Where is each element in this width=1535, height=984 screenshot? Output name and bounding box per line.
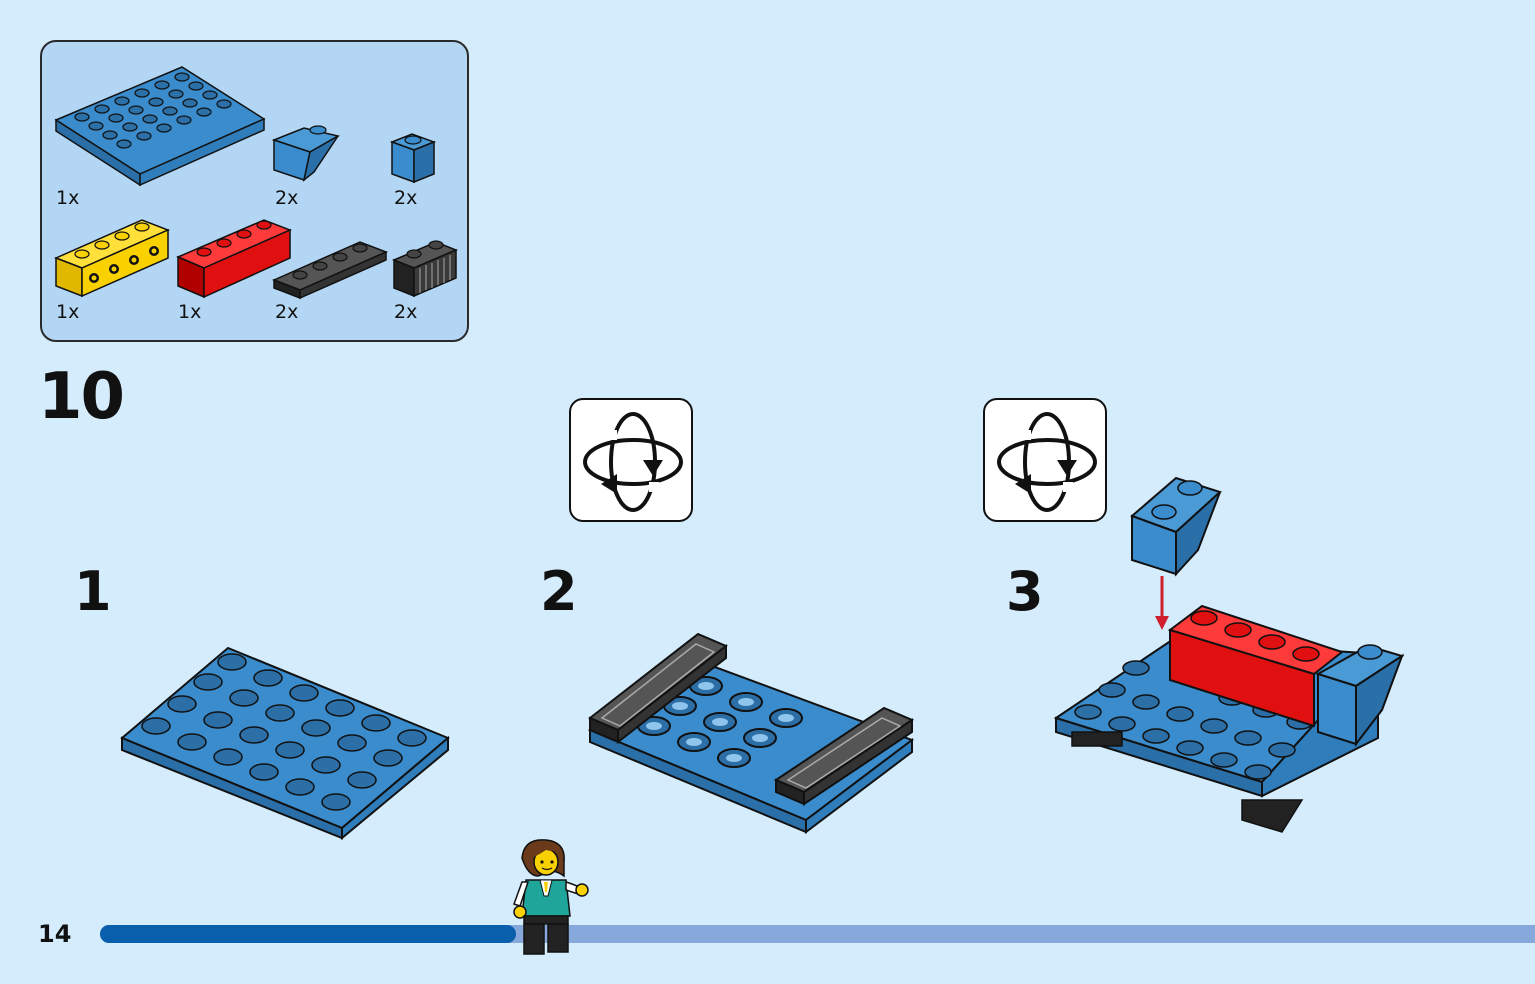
rotate-model-icon [569,398,693,522]
sub-step-3-model [1053,476,1405,833]
parts-list-panel: 1x 2x 2x 1x 1x 2x 2x [40,40,469,342]
part-quantity: 2x [275,301,299,323]
part-quantity: 2x [394,187,418,209]
red-brick-1x4-icon [176,219,292,299]
blue-plate-4x6-icon [54,66,266,187]
dark-plate-1x4-icon [272,241,388,300]
part-quantity: 1x [178,301,202,323]
sub-step-1-model [120,646,450,841]
rotate-model-icon [983,398,1107,522]
sub-step-number: 1 [74,560,112,623]
blue-slope-icon [271,125,341,182]
blue-brick-1x1-icon [389,133,437,184]
sub-step-number: 2 [540,560,578,623]
part-quantity: 2x [275,187,299,209]
part-quantity: 1x [56,187,80,209]
part-quantity: 1x [56,301,80,323]
sub-step-number: 3 [1006,560,1044,623]
step-number: 10 [38,360,125,434]
progress-bar-fill [100,925,516,943]
sub-step-2-model [587,632,915,835]
dark-grille-brick-icon [392,240,458,298]
yellow-technic-brick-icon [54,219,170,298]
minifigure-progress-marker [513,839,589,955]
part-quantity: 2x [394,301,418,323]
page-number: 14 [38,920,72,948]
parts-illustrations [54,66,458,300]
